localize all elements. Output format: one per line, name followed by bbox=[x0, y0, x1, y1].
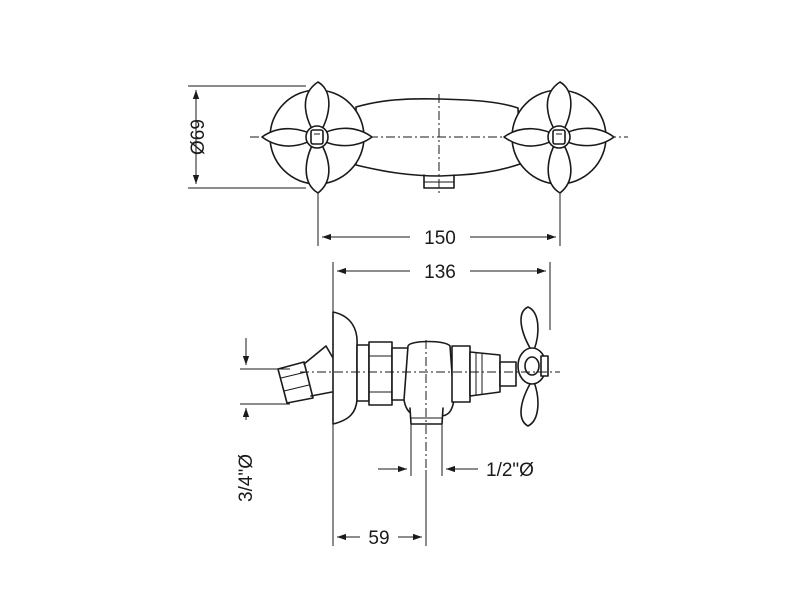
wall-escutcheon-side bbox=[332, 311, 358, 425]
side-view: 136 bbox=[236, 262, 560, 549]
union-nut bbox=[368, 341, 393, 406]
valve-cartridge bbox=[451, 345, 471, 403]
center-distance-label: 136 bbox=[424, 262, 456, 283]
top-view: Ø69 150 bbox=[188, 81, 628, 249]
cross-handle-side bbox=[517, 306, 549, 427]
outlet-thread-label: 1/2"Ø bbox=[486, 460, 534, 481]
right-handle bbox=[503, 81, 615, 194]
overall-width-label: 150 bbox=[424, 228, 456, 249]
inlet-thread-label: 3/4"Ø bbox=[236, 454, 257, 502]
left-handle bbox=[261, 81, 373, 194]
projection-label: 59 bbox=[368, 528, 389, 549]
valve-body bbox=[403, 340, 455, 417]
inlet-connector bbox=[277, 361, 314, 404]
diameter-label: Ø69 bbox=[188, 119, 209, 155]
